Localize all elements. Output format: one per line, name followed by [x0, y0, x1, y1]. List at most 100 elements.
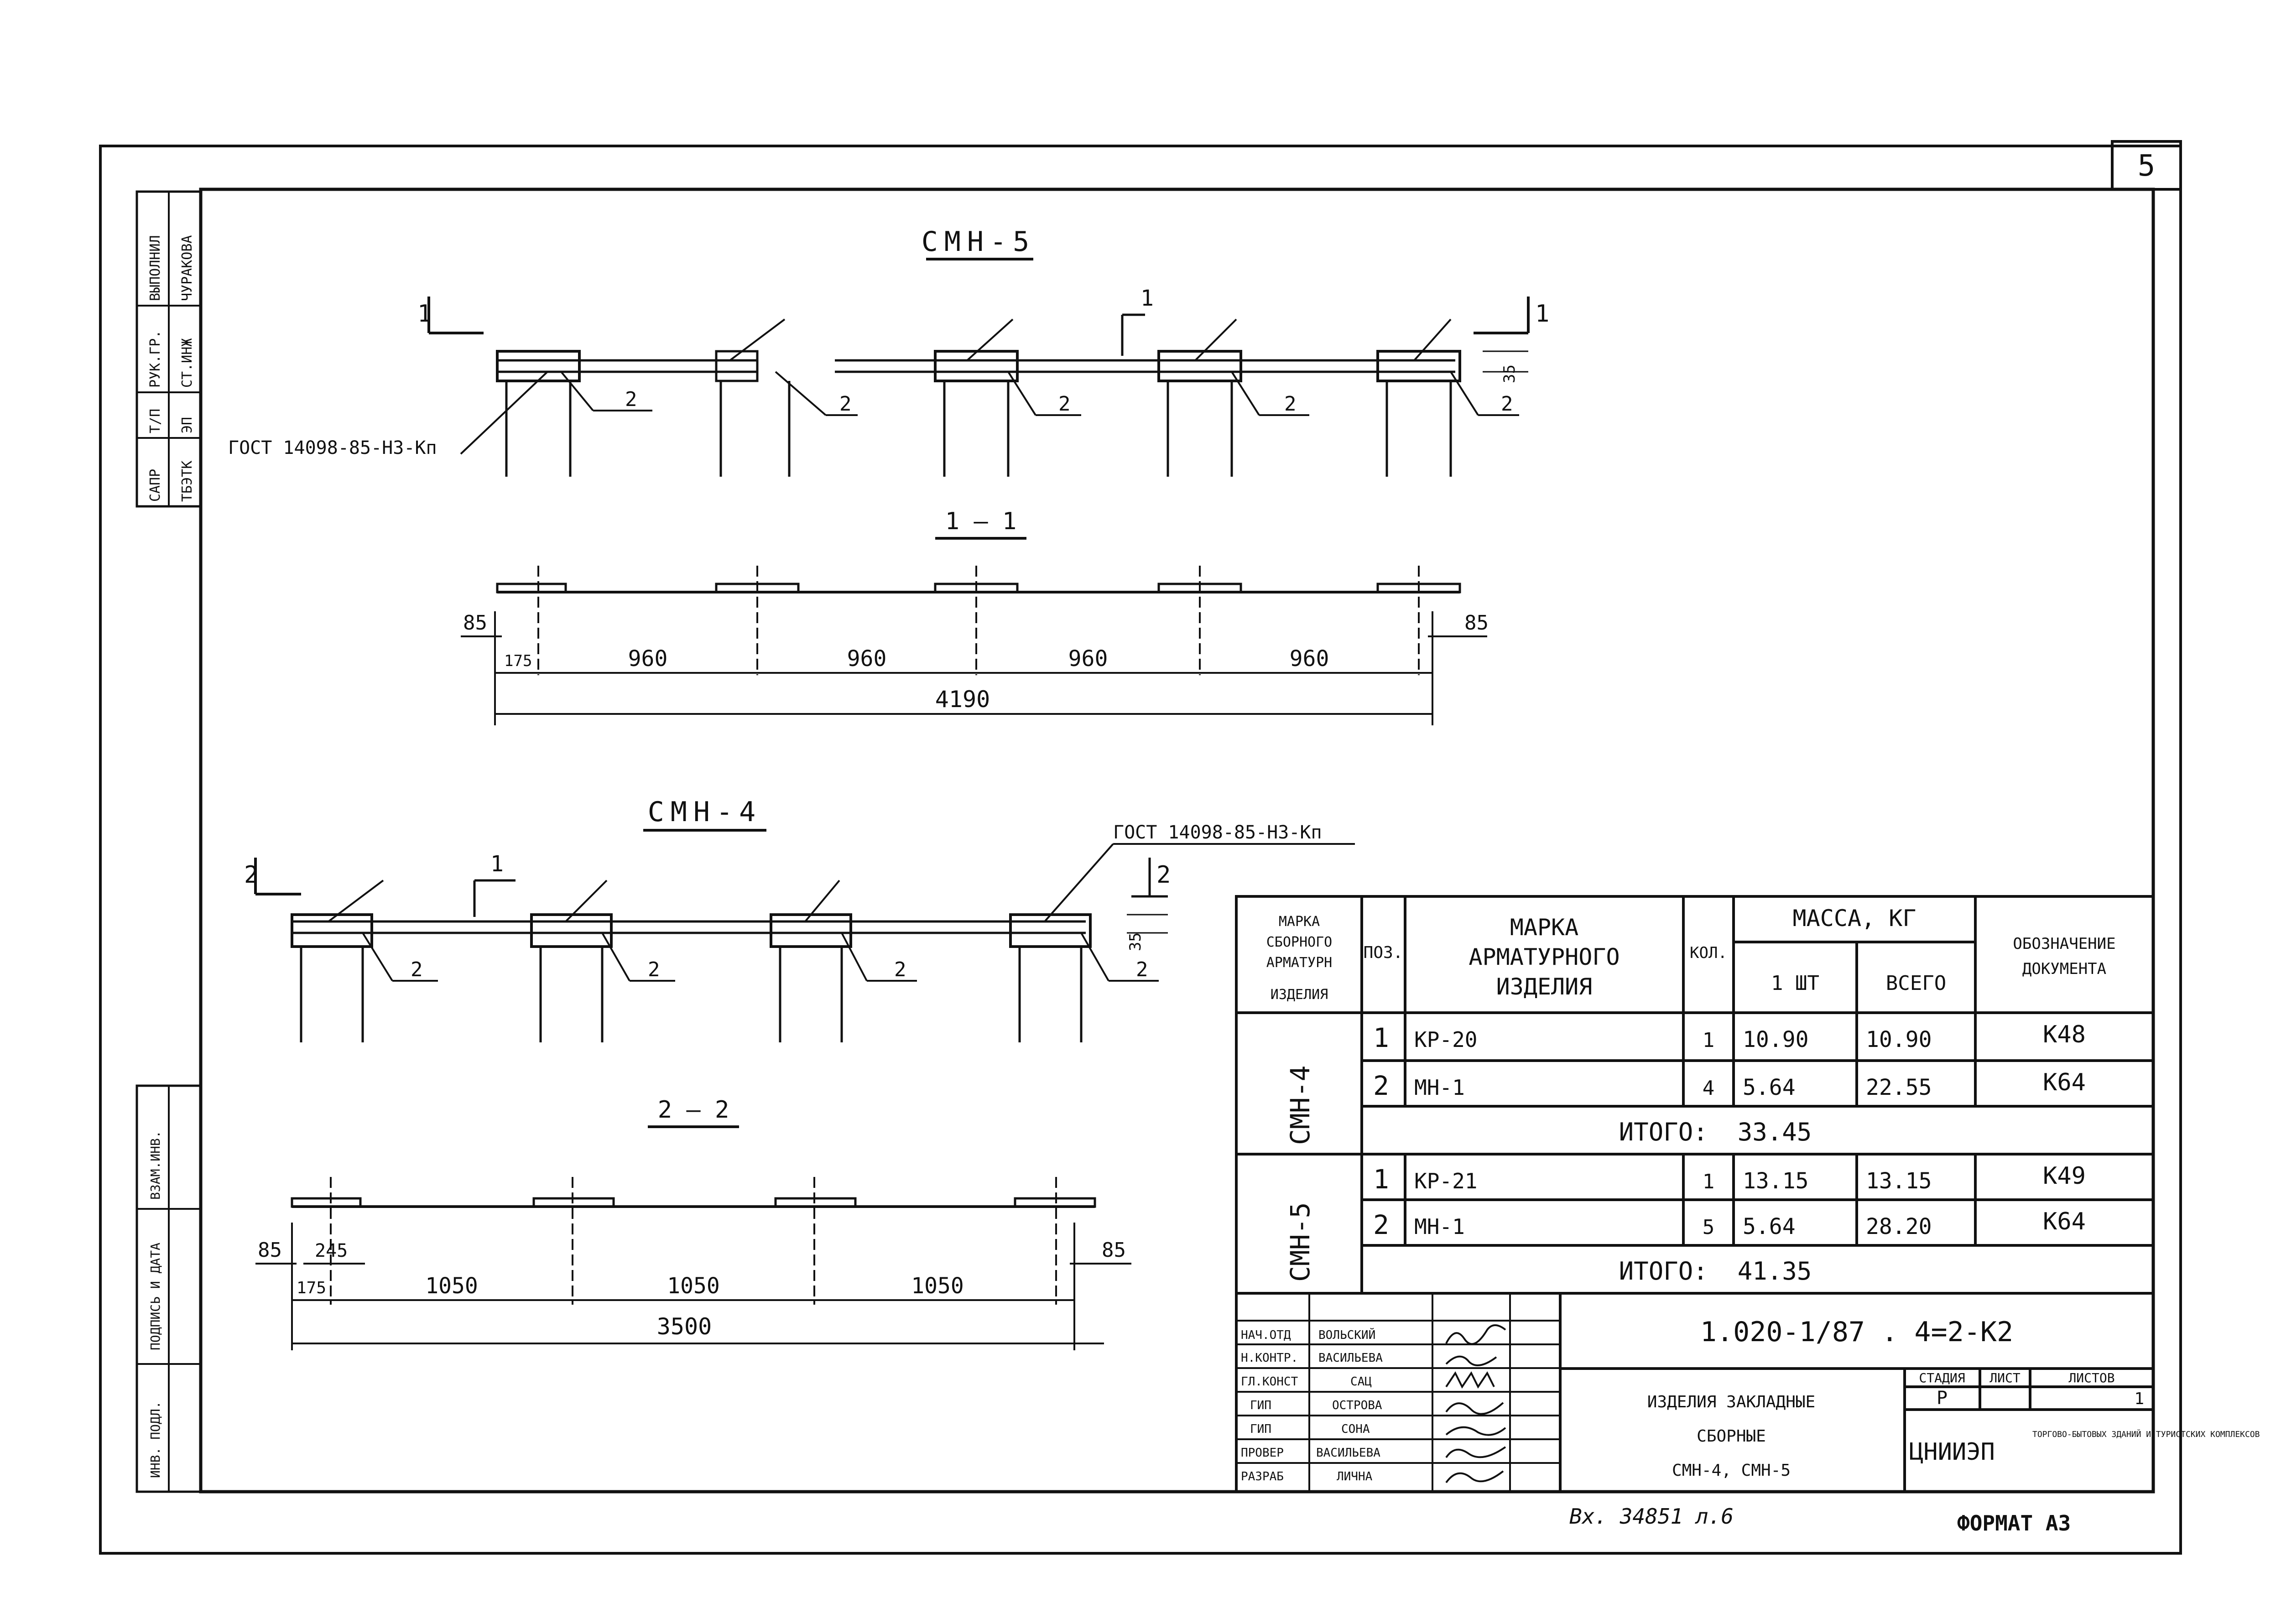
- stage-label: СТАДИЯ: [1919, 1370, 1965, 1385]
- signer-role: НАЧ.ОТД: [1241, 1328, 1291, 1342]
- section-1-1-total: 4190: [935, 686, 990, 713]
- smn5-pos-label-2: 2: [839, 392, 852, 416]
- signer-role: ГИП: [1250, 1422, 1271, 1436]
- smn5-pos-label-3: 2: [1058, 392, 1071, 416]
- row-mass-one: 5.64: [1743, 1214, 1796, 1239]
- handwritten-note: Вх. 34851 л.6: [1569, 1504, 1734, 1529]
- row-mass-one: 13.15: [1743, 1168, 1809, 1194]
- row-mass-one: 5.64: [1743, 1075, 1796, 1100]
- title-name-3: СМН-4, СМН-5: [1672, 1461, 1791, 1480]
- row-doc: К64: [2043, 1208, 2086, 1235]
- side-role-4: ВЫПОЛНИЛ: [147, 235, 163, 302]
- smn4-marker-1: 1: [490, 851, 504, 877]
- smn5-elevation: СМН-5 1 1 1: [228, 226, 1549, 477]
- section-1-1-edge-right: 85: [1464, 611, 1489, 635]
- sheet-label: ЛИСТ: [1989, 1370, 2021, 1385]
- row-doc: К49: [2043, 1162, 2086, 1190]
- row-qty: 1: [1703, 1170, 1715, 1193]
- signer-name: САЦ: [1350, 1375, 1372, 1389]
- smn4-section-marker-left: 2: [244, 861, 258, 889]
- row-doc: К48: [2043, 1021, 2086, 1048]
- section-2-2-span-1: 1050: [425, 1273, 478, 1299]
- row-mass-total: 28.20: [1866, 1214, 1932, 1239]
- header-mass: МАССА, КГ: [1793, 905, 1916, 932]
- row-pos: 2: [1373, 1209, 1389, 1240]
- drawing-frame: [199, 187, 2155, 1494]
- section-2-2-edge-right: 85: [1102, 1239, 1126, 1262]
- title-name-1: ИЗДЕЛИЯ ЗАКЛАДНЫЕ: [1647, 1393, 1815, 1411]
- smn5-marker-1: 1: [1140, 286, 1154, 311]
- side-bottom-3: ИНВ. ПОДЛ.: [148, 1401, 163, 1478]
- side-role-2: Т/П: [147, 409, 163, 433]
- smn5-section-marker-right: 1: [1535, 300, 1549, 328]
- subtotal-smn5: ИТОГО: 41.35: [1619, 1257, 1812, 1286]
- format-label: ФОРМАТ А3: [1957, 1511, 2071, 1536]
- row-mass-total: 13.15: [1866, 1168, 1932, 1194]
- signer-role: ГИП: [1250, 1399, 1271, 1412]
- section-1-1-offset: 175: [504, 652, 532, 670]
- row-item: КР-21: [1414, 1169, 1477, 1193]
- section-1-1: 1 — 1 85 85 175 960 960: [461, 508, 1489, 725]
- signatures: [1445, 1324, 1506, 1483]
- row-doc: К64: [2043, 1069, 2086, 1096]
- sheet-border: [99, 145, 2182, 1555]
- header-mass-total: ВСЕГО: [1886, 972, 1946, 995]
- smn5-gost-note: ГОСТ 14098-85-Н3-Кп: [228, 437, 437, 458]
- smn4-section-marker-right: 2: [1156, 861, 1171, 889]
- section-1-1-span-1: 960: [628, 646, 668, 671]
- signer-role: ПРОВЕР: [1241, 1446, 1284, 1460]
- signer-name: ЛИЧНА: [1337, 1470, 1373, 1483]
- row-mass-total: 10.90: [1866, 1027, 1932, 1052]
- header-mass-one: 1 ШТ: [1771, 972, 1819, 995]
- signer-role: ГЛ.КОНСТ: [1241, 1375, 1298, 1389]
- section-1-1-span-2: 960: [847, 646, 887, 671]
- row-pos: 1: [1373, 1022, 1389, 1053]
- document-code: 1.020-1/87 . 4=2-К2: [1700, 1316, 2013, 1348]
- side-bottom-1: ВЗАМ.ИНВ.: [148, 1130, 163, 1200]
- section-2-2-span-3: 1050: [911, 1273, 964, 1299]
- signer-name: ВОЛЬСКИЙ: [1318, 1327, 1375, 1342]
- sheet-number: 5: [2138, 149, 2156, 183]
- row-qty: 5: [1703, 1216, 1715, 1239]
- side-name-3: СТ.ИНЖ: [179, 338, 195, 388]
- row-pos: 1: [1373, 1164, 1389, 1195]
- header-qty: КОЛ.: [1690, 944, 1727, 962]
- smn4-pos-label-4: 2: [1136, 958, 1148, 981]
- side-name-1: ТБЭТК: [179, 461, 195, 502]
- row-item: КР-20: [1414, 1027, 1477, 1052]
- section-1-1-title: 1 — 1: [945, 508, 1017, 535]
- section-1-1-span-3: 960: [1068, 646, 1108, 671]
- smn4-title: СМН-4: [648, 796, 762, 828]
- side-stamp-bottom: ВЗАМ.ИНВ. ПОДПИСЬ И ДАТА ИНВ. ПОДЛ.: [135, 1084, 202, 1493]
- side-role-3: РУК.ГР.: [147, 330, 163, 388]
- smn5-pos-label-5: 2: [1501, 392, 1513, 416]
- smn4-elevation: СМН-4 2 2 1: [244, 796, 1355, 1042]
- smn4-pos-label-3: 2: [894, 958, 906, 981]
- side-name-2: ЭП: [179, 417, 195, 433]
- row-item: МН-1: [1414, 1075, 1465, 1100]
- smn5-pos-label-4: 2: [1284, 392, 1297, 416]
- row-qty: 1: [1703, 1029, 1715, 1052]
- row-mass-one: 10.90: [1743, 1027, 1809, 1052]
- section-1-1-span-4: 960: [1290, 646, 1329, 671]
- side-stamp-top: САПР Т/П РУК.ГР. ВЫПОЛНИЛ ТБЭТК ЭП СТ.ИН…: [135, 190, 202, 508]
- smn4-dim-35: 35: [1126, 932, 1145, 951]
- side-name-4: ЧУРАКОВА: [179, 235, 195, 302]
- section-1-1-edge-left: 85: [463, 611, 487, 635]
- smn5-title: СМН-5: [922, 226, 1036, 258]
- section-2-2-total: 3500: [657, 1313, 712, 1340]
- signer-name: ОСТРОВА: [1332, 1399, 1382, 1412]
- signer-role: Н.КОНТР.: [1241, 1351, 1298, 1365]
- title-name-2: СБОРНЫЕ: [1697, 1427, 1766, 1446]
- signer-role: РАЗРАБ: [1241, 1470, 1284, 1483]
- group-mark-smn5: СМН-5: [1285, 1202, 1316, 1282]
- section-2-2-edge-left: 85: [258, 1239, 282, 1262]
- section-2-2-title: 2 — 2: [658, 1096, 729, 1124]
- side-role-1: САПР: [147, 469, 163, 502]
- smn4-gost-note: ГОСТ 14098-85-Н3-Кп: [1113, 822, 1322, 843]
- smn5-dim-35: 35: [1500, 364, 1519, 383]
